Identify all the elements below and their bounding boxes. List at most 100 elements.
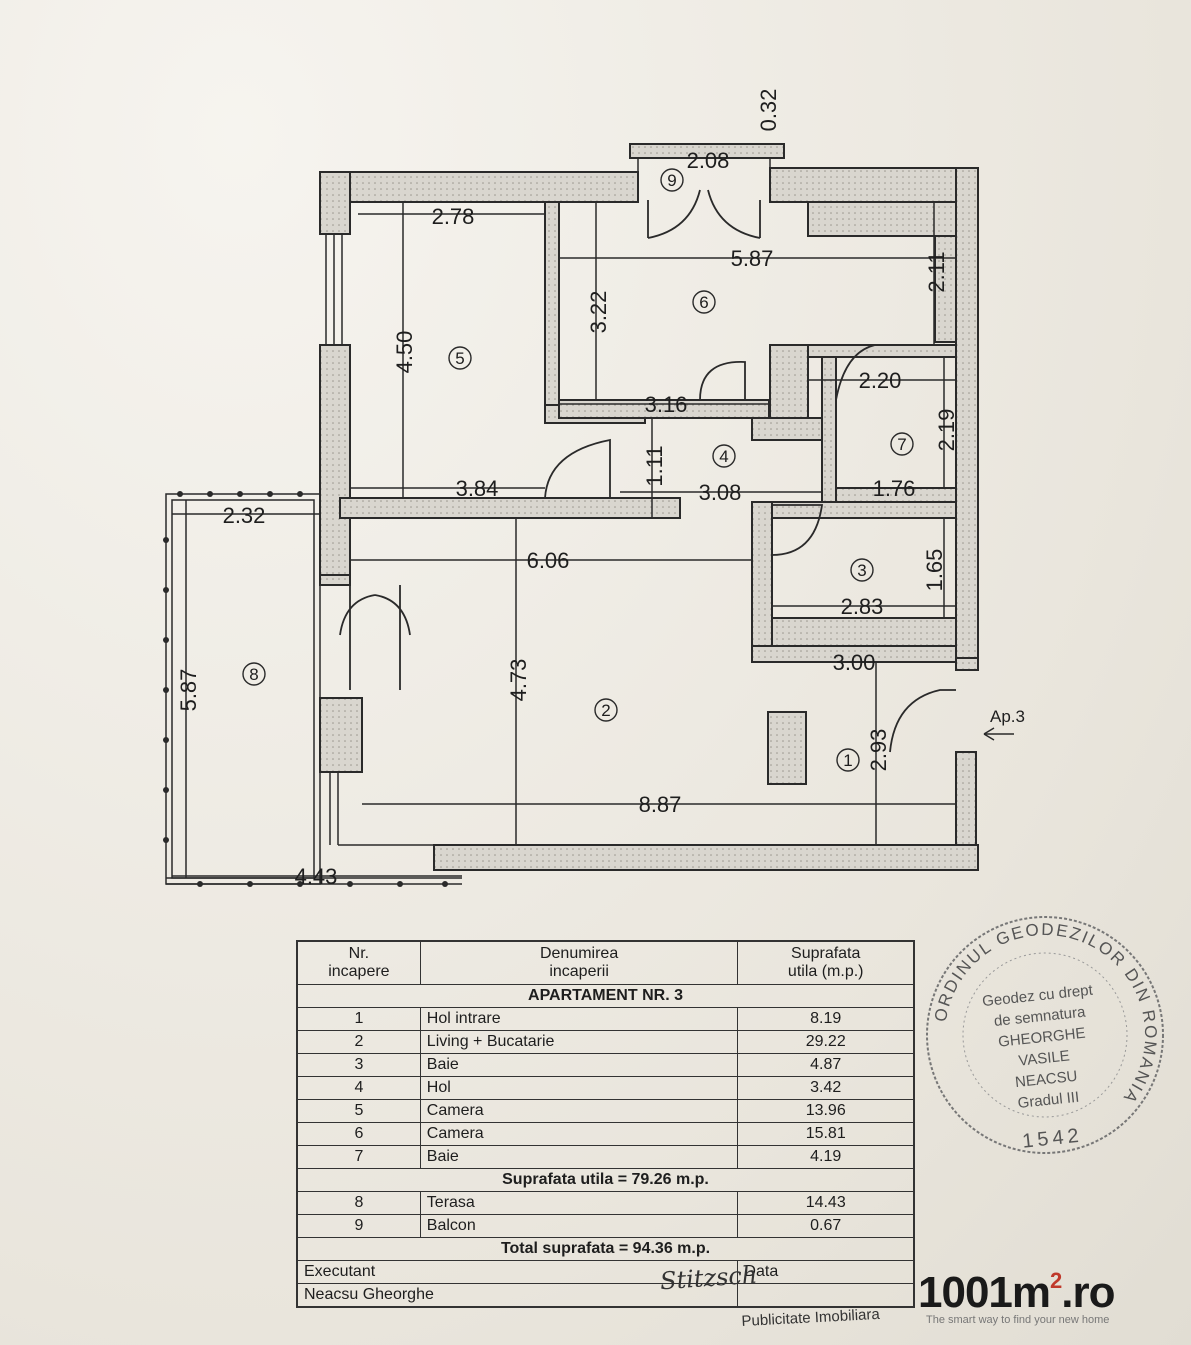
- dim-3-22: 3.22: [586, 291, 611, 334]
- row-name: Hol: [419, 1076, 739, 1100]
- room-1-label: 1: [843, 751, 852, 770]
- table-row: 6 Camera 15.81: [296, 1122, 915, 1146]
- dim-4-43: 4.43: [295, 864, 338, 889]
- table-row: 9 Balcon 0.67: [296, 1214, 915, 1238]
- grand-total-row: Total suprafata = 94.36 m.p.: [296, 1237, 915, 1261]
- dim-3-16: 3.16: [645, 392, 688, 417]
- surveyor-stamp: ORDINUL GEODEZILOR DIN ROMANIA: [926, 916, 1164, 1154]
- room-3-label: 3: [857, 561, 866, 580]
- dimension-lines: [172, 202, 956, 878]
- logo-superscript: 2: [1050, 1268, 1062, 1293]
- terrace-posts: [163, 491, 448, 887]
- table-row: 4 Hol 3.42: [296, 1076, 915, 1100]
- header-area: Suprafata utila (m.p.): [737, 940, 915, 985]
- row-name: Living + Bucatarie: [419, 1030, 739, 1054]
- dim-5-87-top: 5.87: [731, 246, 774, 271]
- table-row: 5 Camera 13.96: [296, 1099, 915, 1123]
- row-nr: 1: [296, 1007, 421, 1031]
- dim-8-87: 8.87: [639, 792, 682, 817]
- row-nr: 8: [296, 1191, 421, 1215]
- terrace-outline: [165, 493, 462, 885]
- dim-3-84: 3.84: [456, 476, 499, 501]
- logo-slogan: The smart way to find your new home: [926, 1314, 1110, 1326]
- executant-row: Executant Data: [296, 1260, 915, 1284]
- row-area: 14.43: [737, 1191, 915, 1215]
- row-name: Baie: [419, 1053, 739, 1077]
- dim-4-73: 4.73: [506, 659, 531, 702]
- header-nr: Nr. incapere: [296, 940, 421, 985]
- dim-3-08: 3.08: [699, 480, 742, 505]
- executant-name-row: Neacsu Gheorghe: [296, 1283, 915, 1308]
- row-nr: 2: [296, 1030, 421, 1054]
- dim-2-20: 2.20: [859, 368, 902, 393]
- apartment-title: APARTAMENT NR. 3: [296, 984, 915, 1008]
- row-name: Camera: [419, 1099, 739, 1123]
- row-nr: 6: [296, 1122, 421, 1146]
- usable-total-row: Suprafata utila = 79.26 m.p.: [296, 1168, 915, 1192]
- table-row: 3 Baie 4.87: [296, 1053, 915, 1077]
- executant-name: Neacsu Gheorghe: [296, 1283, 739, 1308]
- table-row: 2 Living + Bucatarie 29.22: [296, 1030, 915, 1054]
- row-nr: 4: [296, 1076, 421, 1100]
- apartment-title-row: APARTAMENT NR. 3: [296, 984, 915, 1008]
- dim-0-32: 0.32: [756, 89, 781, 132]
- room-5-label: 5: [455, 349, 464, 368]
- executant-label: Executant: [296, 1260, 739, 1284]
- dim-2-83: 2.83: [841, 594, 884, 619]
- row-name: Baie: [419, 1145, 739, 1169]
- header-name: Denumirea incaperii: [419, 940, 739, 985]
- row-nr: 9: [296, 1214, 421, 1238]
- dim-1-76: 1.76: [873, 476, 916, 501]
- dim-1-65: 1.65: [922, 549, 947, 592]
- dimension-labels: 0.32 2.08 2.78 5.87 3.22 2.11 4.50 3.16 …: [176, 89, 959, 889]
- row-name: Terasa: [419, 1191, 739, 1215]
- dim-2-93: 2.93: [866, 729, 891, 772]
- room-9-label: 9: [667, 171, 676, 190]
- usable-total: Suprafata utila = 79.26 m.p.: [296, 1168, 915, 1192]
- row-name: Balcon: [419, 1214, 739, 1238]
- window-lines: [325, 158, 771, 846]
- table-row: 1 Hol intrare 8.19: [296, 1007, 915, 1031]
- room-2-label: 2: [601, 701, 610, 720]
- row-area: 4.87: [737, 1053, 915, 1077]
- doors: [339, 189, 956, 753]
- dim-5-87-left: 5.87: [176, 669, 201, 712]
- row-nr: 3: [296, 1053, 421, 1077]
- dim-2-11: 2.11: [924, 251, 949, 292]
- room-numbers: 1 2 3 4 5 6 7 8 9: [249, 171, 906, 770]
- dim-2-32: 2.32: [223, 503, 266, 528]
- grand-total: Total suprafata = 94.36 m.p.: [296, 1237, 915, 1261]
- room-number-circles: [242, 168, 914, 772]
- row-area: 13.96: [737, 1099, 915, 1123]
- row-area: 29.22: [737, 1030, 915, 1054]
- row-area: 8.19: [737, 1007, 915, 1031]
- room-6-label: 6: [699, 293, 708, 312]
- dim-2-08: 2.08: [687, 148, 730, 173]
- dim-1-11: 1.11: [642, 445, 667, 486]
- row-nr: 5: [296, 1099, 421, 1123]
- signature-cell: [737, 1283, 915, 1308]
- row-nr: 7: [296, 1145, 421, 1169]
- row-area: 0.67: [737, 1214, 915, 1238]
- date-label: Data: [737, 1260, 915, 1284]
- entrance-arrow-icon: [983, 727, 1014, 741]
- dim-4-50: 4.50: [392, 331, 417, 374]
- row-area: 15.81: [737, 1122, 915, 1146]
- dim-6-06: 6.06: [527, 548, 570, 573]
- table-header-row: Nr. incapere Denumirea incaperii Suprafa…: [296, 940, 915, 985]
- table-row: 7 Baie 4.19: [296, 1145, 915, 1169]
- room-7-label: 7: [897, 435, 906, 454]
- stamp-text: Geodez cu drept de semnatura GHEORGHE VA…: [942, 976, 1148, 1160]
- row-name: Hol intrare: [419, 1007, 739, 1031]
- dim-3-00: 3.00: [833, 650, 876, 675]
- logo-text-b: .ro: [1061, 1268, 1115, 1317]
- row-name: Camera: [419, 1122, 739, 1146]
- dim-2-19: 2.19: [934, 409, 959, 452]
- dim-2-78: 2.78: [432, 204, 475, 229]
- table-row: 8 Terasa 14.43: [296, 1191, 915, 1215]
- site-logo[interactable]: 1001m2.ro: [918, 1268, 1116, 1318]
- room-4-label: 4: [719, 447, 728, 466]
- row-area: 3.42: [737, 1076, 915, 1100]
- logo-text-a: 1001m: [918, 1268, 1051, 1317]
- floor-plan: 0.32 2.08 2.78 5.87 3.22 2.11 4.50 3.16 …: [163, 89, 1025, 889]
